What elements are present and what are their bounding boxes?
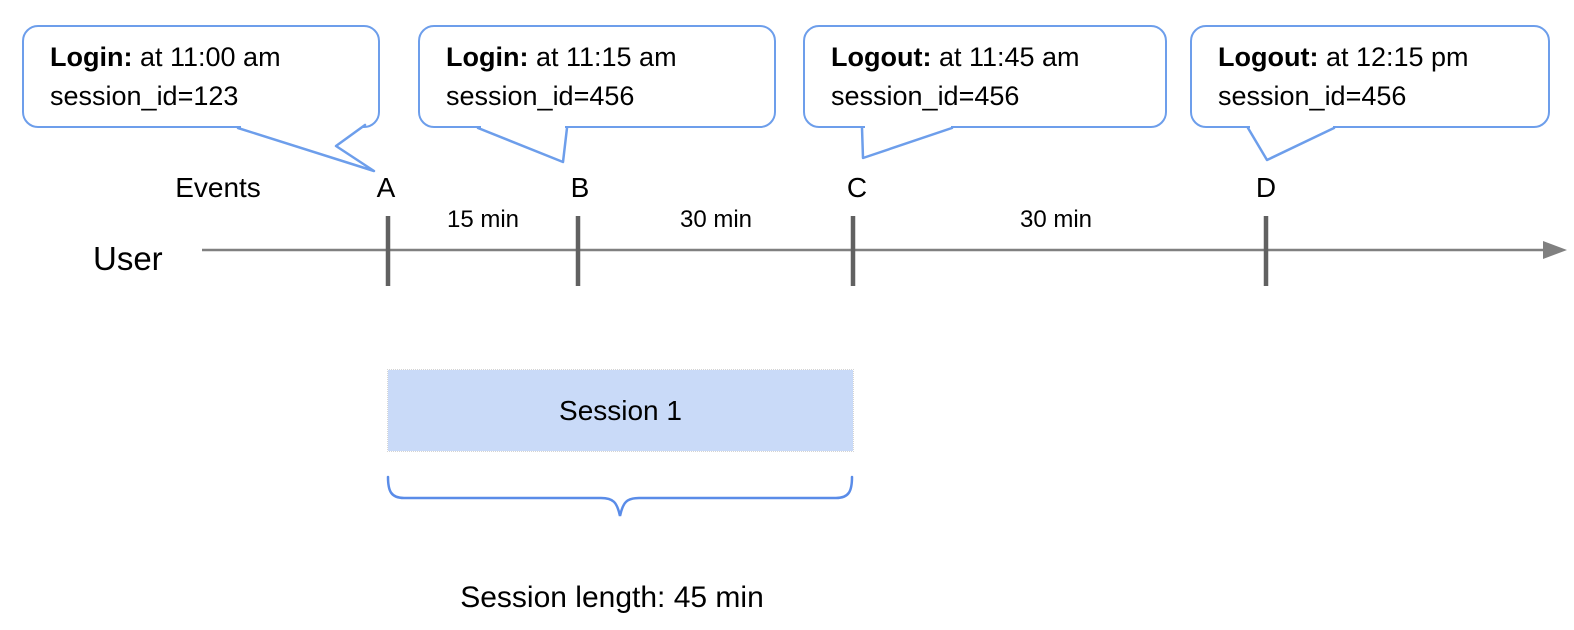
event-time: at 11:15 am — [528, 42, 677, 72]
user-row-label: User — [93, 240, 163, 277]
event-type-label: Login: — [50, 42, 133, 72]
interval-label-cd: 30 min — [1019, 206, 1093, 233]
event-type-label: Logout: — [831, 42, 932, 72]
event-time: at 12:15 pm — [1318, 42, 1469, 72]
interval-label-bc: 30 min — [679, 206, 753, 233]
event-type-label: Logout: — [1218, 42, 1319, 72]
callout-line1: Logout: at 11:45 am — [831, 38, 1157, 77]
callout-session-id: session_id=456 — [831, 81, 1020, 111]
callout-tail-c — [860, 126, 954, 160]
session-length-label: Session length: 45 min — [460, 581, 764, 614]
callout-tail-a — [236, 123, 376, 173]
callout-event-a: Login: at 11:00 am session_id=123 — [22, 25, 380, 128]
callout-line1: Login: at 11:15 am — [446, 38, 766, 77]
event-letter-c: C — [846, 172, 868, 203]
event-time: at 11:45 am — [931, 42, 1080, 72]
callout-event-d: Logout: at 12:15 pm session_id=456 — [1190, 25, 1550, 128]
callout-tail-d — [1246, 126, 1336, 162]
interval-label-ab: 15 min — [446, 206, 520, 233]
timeline-arrowhead-icon — [1543, 241, 1567, 259]
callout-line1: Login: at 11:00 am — [50, 38, 370, 77]
callout-event-b: Login: at 11:15 am session_id=456 — [418, 25, 776, 128]
callout-session-id: session_id=456 — [446, 81, 635, 111]
callout-tail-b — [476, 126, 569, 164]
event-time: at 11:00 am — [132, 42, 281, 72]
session-1-box: Session 1 — [387, 369, 854, 452]
session-length-brace — [386, 475, 854, 517]
callout-event-c: Logout: at 11:45 am session_id=456 — [803, 25, 1167, 128]
session-1-label: Session 1 — [559, 394, 682, 426]
callout-session-id: session_id=123 — [50, 81, 239, 111]
callout-session-id: session_id=456 — [1218, 81, 1407, 111]
events-row-label: Events — [175, 172, 261, 203]
callout-line1: Logout: at 12:15 pm — [1218, 38, 1540, 77]
event-letter-b: B — [570, 172, 590, 203]
event-letter-a: A — [376, 172, 396, 203]
event-type-label: Login: — [446, 42, 529, 72]
event-letter-d: D — [1255, 172, 1277, 203]
